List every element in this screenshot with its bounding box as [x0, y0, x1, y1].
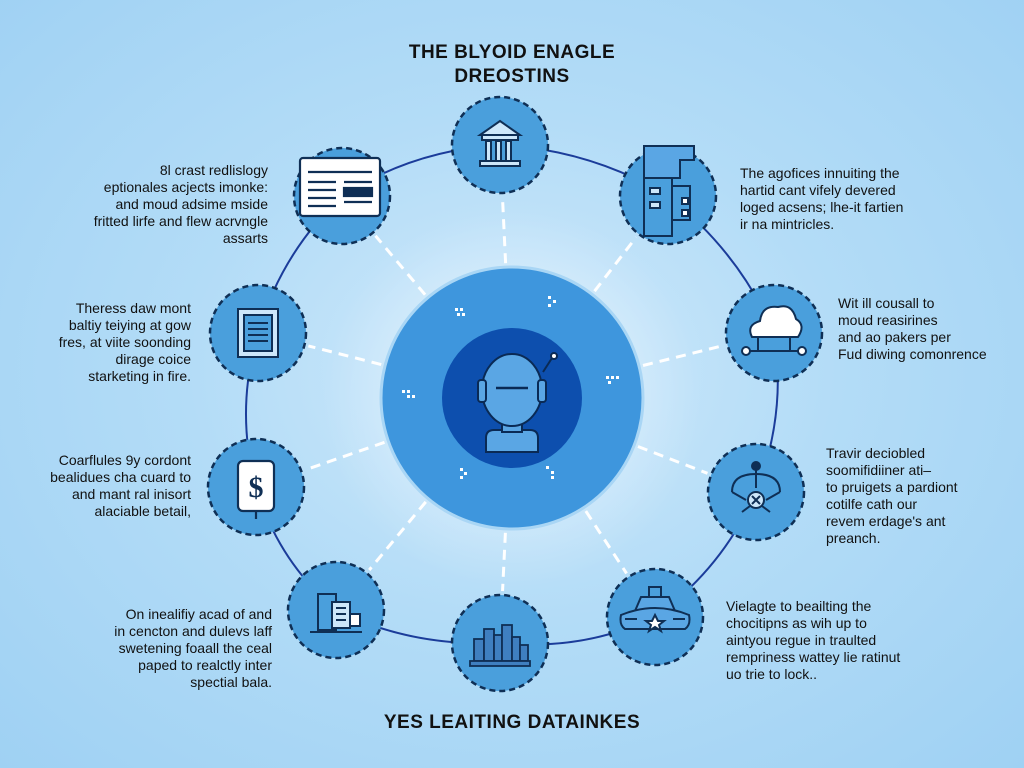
spoke-line	[368, 500, 427, 571]
caption-line: assarts	[222, 230, 268, 246]
spoke-connectors	[304, 196, 724, 592]
node-bottom-right	[605, 567, 705, 667]
caption-line: Travir deciobled	[826, 445, 926, 461]
node-top-center	[450, 95, 550, 195]
caption-line: uo trie to lock..	[726, 666, 818, 682]
dollar-document-icon: $	[236, 459, 276, 519]
caption-left-upper: Theress daw mont baltiy teiying at gow f…	[59, 300, 191, 385]
node-bottom-center	[450, 593, 550, 693]
diagram-footer: YES LEAITING DATAINKES	[383, 712, 641, 733]
cloud-network-icon	[741, 305, 807, 356]
diagram-title-line-2: DREOSTINS	[454, 66, 570, 87]
caption-line: baltiy teiying at gow	[68, 317, 191, 333]
caption-line: swetening foaall the ceal	[118, 640, 272, 656]
caption-line: ir na mintricles.	[740, 216, 835, 232]
caption-right-lower: Travir deciobled soomifidiiner ati– to p…	[826, 445, 958, 547]
caption-line: in cencton and dulevs laff	[114, 623, 272, 639]
robot-head-icon	[477, 352, 558, 453]
caption-line: starketing in fire.	[88, 368, 191, 384]
spoke-line	[593, 236, 638, 293]
spoke-line	[304, 440, 385, 472]
bank-building-icon	[476, 119, 524, 167]
spoke-line	[637, 445, 709, 475]
caption-line: cotilfe cath our	[826, 496, 918, 512]
hub-glyph-2	[548, 296, 556, 307]
caption-line: paped to realctly inter	[138, 657, 272, 673]
spaceship-icon	[619, 586, 691, 634]
browser-window-icon	[298, 156, 382, 218]
caption-line: 8l crast redlislogy	[159, 162, 268, 178]
caption-line: rempriness wattey lie ratinut	[726, 649, 901, 665]
caption-line: chocitipns as wih up to	[726, 615, 867, 631]
hub-data-glyphs	[402, 296, 619, 479]
caption-line: preanch.	[826, 530, 881, 546]
node-group: $	[206, 95, 824, 693]
caption-line: On inealifiy acad of and	[125, 606, 272, 622]
caption-line: alaciable betail,	[94, 503, 191, 519]
caption-line: bealidues cha cuard to	[50, 469, 191, 485]
spoke-line	[642, 344, 724, 367]
caption-line: loged acsens; lhe-it fartien	[740, 199, 904, 215]
caption-right-upper: Wit ill cousall to moud reasirines and a…	[838, 295, 987, 363]
node-left-upper	[208, 283, 308, 383]
hub-glyph-4	[402, 390, 415, 398]
caption-bottom-left: On inealifiy acad of and in cencton and …	[114, 606, 272, 691]
notepad-icon	[237, 308, 279, 358]
caption-line: hartid cant vifely devered	[740, 182, 896, 198]
diagram-title-line-1: THE BLYOID ENAGLE	[408, 42, 616, 63]
caption-line: fres, at viite soonding	[58, 334, 191, 350]
caption-line: Wit ill cousall to	[838, 295, 935, 311]
caption-line: and ao pakers per	[838, 329, 951, 345]
spoke-line	[374, 234, 427, 296]
documents-stack-icon	[310, 593, 362, 633]
central-hub	[379, 265, 645, 531]
caption-line: and moud adsime mside	[115, 196, 268, 212]
caption-line: moud reasirines	[838, 312, 938, 328]
caption-line: dirage coice	[115, 351, 192, 367]
caption-line: Coarflules 9y cordont	[58, 452, 191, 468]
caption-bottom-right: Vielagte to beailting the chocitipns as …	[726, 598, 900, 683]
hub-glyph-1	[455, 308, 465, 316]
caption-line: Vielagte to beailting the	[726, 598, 872, 614]
caption-left-lower: Coarflules 9y cordont bealidues cha cuar…	[50, 452, 191, 520]
caption-line: eptionales acjects imonke:	[103, 179, 268, 195]
server-database-icon	[643, 145, 695, 237]
caption-line: aintyou regue in traulted	[726, 632, 877, 648]
node-top-left	[292, 146, 392, 246]
caption-line: fritted lirfe and flew acrvngle	[93, 213, 268, 229]
caption-top-left: 8l crast redlislogy eptionales acjects i…	[94, 162, 268, 247]
spoke-line	[500, 196, 508, 264]
caption-line: revem erdage's ant	[826, 513, 946, 529]
node-top-right	[618, 145, 718, 246]
hub-glyph-5	[460, 468, 467, 479]
hub-glyph-6	[546, 466, 554, 479]
node-bottom-left	[286, 560, 386, 660]
caption-line: to pruigets a pardiont	[826, 479, 958, 495]
spoke-line	[308, 344, 382, 366]
caption-line: spectial bala.	[190, 674, 272, 690]
spoke-line	[501, 532, 507, 592]
caption-line: soomifidiiner ati–	[826, 462, 932, 478]
node-left-lower: $	[206, 437, 306, 537]
caption-line: The agofices innuiting the	[740, 165, 900, 181]
caption-line: Theress daw mont	[75, 300, 191, 316]
caption-top-right: The agofices innuiting the hartid cant v…	[740, 165, 903, 233]
node-right-upper	[724, 283, 824, 383]
spoke-line	[584, 510, 628, 575]
network-hub-icon	[731, 461, 781, 513]
city-skyline-icon	[469, 624, 531, 667]
node-right-lower	[706, 442, 806, 542]
svg-text:$: $	[249, 471, 264, 504]
caption-line: Fud diwing comonrence	[838, 346, 987, 362]
caption-line: and mant ral inisort	[71, 486, 191, 502]
hub-glyph-3	[606, 376, 619, 384]
